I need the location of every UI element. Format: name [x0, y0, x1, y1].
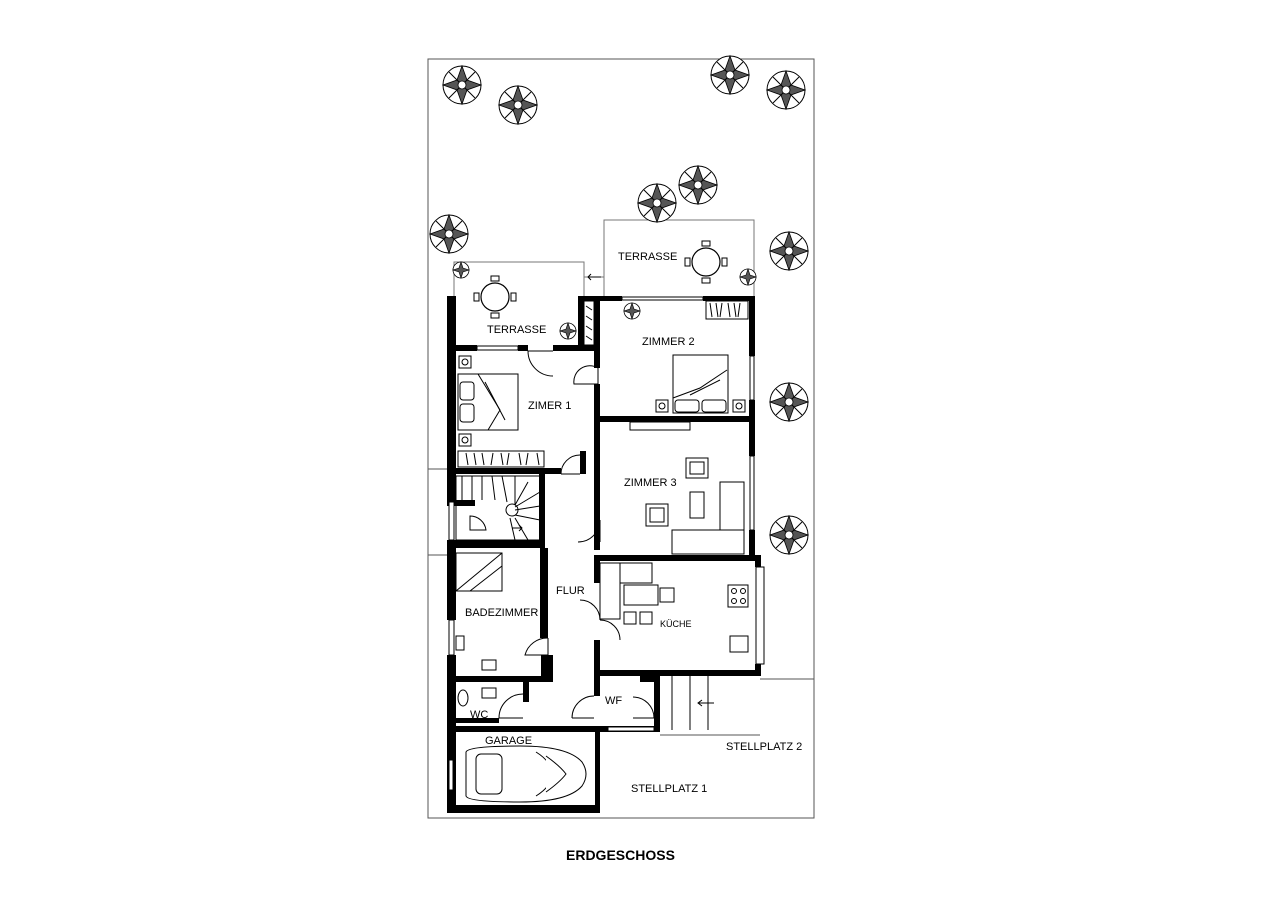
bed-icon: [672, 354, 729, 414]
tree-icon: [739, 268, 757, 286]
bathroom-fixtures: [455, 552, 503, 707]
tree-icon: [429, 214, 469, 254]
room-label-kueche: KÜCHE: [660, 619, 692, 629]
tree-icon: [498, 85, 538, 125]
walls: [447, 296, 761, 813]
tree-icon: [452, 261, 470, 279]
car-icon: [465, 745, 587, 803]
room-label-badezimmer: BADEZIMMER: [465, 607, 538, 619]
room-label-zimmer3: ZIMMER 3: [624, 477, 677, 489]
room-label-zimmer2: ZIMMER 2: [642, 336, 695, 348]
wardrobe-icon: [457, 450, 545, 468]
room-label-zimmer1: ZIMER 1: [528, 400, 571, 412]
wardrobe-icon: [583, 300, 749, 346]
entrance-steps: [587, 273, 714, 730]
room-label-terrasse-right: TERRASSE: [618, 251, 677, 263]
plan-title: ERDGESCHOSS: [566, 847, 675, 863]
sofa-icon: [629, 421, 745, 555]
tree-icon: [637, 183, 677, 223]
room-label-garage: GARAGE: [485, 735, 532, 747]
nightstand-icon: [732, 399, 746, 413]
tree-icon: [769, 382, 809, 422]
nightstand-icon: [458, 355, 472, 369]
tree-icon: [766, 70, 806, 110]
tree-icon: [710, 55, 750, 95]
kitchen-furniture: [599, 562, 749, 653]
bed-icon: [457, 373, 519, 431]
tree-icon: [769, 515, 809, 555]
tree-icon: [559, 322, 577, 340]
room-label-flur: FLUR: [556, 585, 585, 597]
stairs-icon: [455, 475, 541, 541]
nightstand-icon: [458, 433, 472, 447]
windows: [448, 296, 765, 791]
room-label-terrasse-left: TERRASSE: [487, 324, 546, 336]
table-chairs-icon: [684, 240, 728, 284]
tree-icon: [678, 165, 718, 205]
room-label-stellplatz2: STELLPLATZ 2: [726, 741, 802, 753]
tree-icon: [442, 65, 482, 105]
nightstand-icon: [655, 399, 669, 413]
room-label-stellplatz1: STELLPLATZ 1: [631, 783, 707, 795]
tree-icon: [769, 231, 809, 271]
room-label-wc: WC: [470, 709, 488, 721]
room-label-wf: WF: [605, 695, 622, 707]
table-chairs-icon: [473, 275, 517, 319]
tree-icon: [623, 302, 641, 320]
